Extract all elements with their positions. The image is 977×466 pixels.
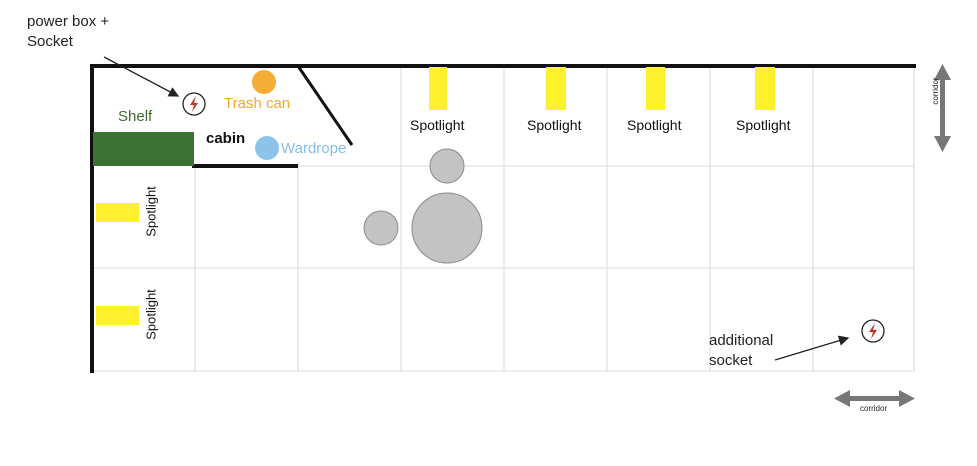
spotlight-label: Spotlight <box>527 117 582 133</box>
power-socket-icon <box>861 319 885 343</box>
shelf-label: Shelf <box>118 108 153 125</box>
spotlights-left <box>96 203 139 325</box>
cabin-door <box>296 65 354 146</box>
additional-socket-annotation-line1: additional <box>709 332 774 349</box>
spotlight-label: Spotlight <box>143 289 159 340</box>
power-box-annotation: power box + Socket <box>27 12 109 52</box>
power-box-annotation-line2: Socket <box>27 33 73 50</box>
spotlights-top <box>429 67 775 110</box>
double-arrow-icon <box>834 390 915 407</box>
table-large <box>411 192 483 264</box>
grid <box>92 66 915 372</box>
power-box-annotation-line1: power box + <box>27 13 110 30</box>
corridor-label: corridor <box>860 404 888 413</box>
walls <box>90 64 916 373</box>
table-small <box>429 148 465 184</box>
double-arrow-icon <box>934 64 951 152</box>
spotlight-label: Spotlight <box>736 117 791 133</box>
spotlight-bar <box>96 306 139 325</box>
wardrobe-circle <box>255 136 279 160</box>
power-socket-icon <box>182 92 206 116</box>
shelf-block <box>93 132 194 166</box>
spotlight-label: Spotlight <box>410 117 465 133</box>
cabin-label: cabin <box>206 130 246 147</box>
trash-can-circle <box>252 70 276 94</box>
additional-socket-arrow <box>774 335 850 361</box>
wardrobe-label: Wardrope <box>281 140 347 157</box>
corridor-label: corridor <box>931 77 940 105</box>
additional-socket-annotation-line2: socket <box>709 352 753 369</box>
spotlight-label: Spotlight <box>627 117 682 133</box>
spotlight-bar <box>429 67 447 110</box>
trash-can-label: Trash can <box>224 95 291 112</box>
power-box-arrow <box>103 56 180 97</box>
spotlight-bar <box>96 203 139 222</box>
spotlight-bar <box>646 67 665 110</box>
tables <box>363 148 483 264</box>
additional-socket-annotation: additional socket <box>709 331 773 371</box>
table-small <box>363 210 399 246</box>
spotlight-label: Spotlight <box>143 186 159 237</box>
spotlight-bar <box>546 67 566 110</box>
spotlight-bar <box>755 67 775 110</box>
